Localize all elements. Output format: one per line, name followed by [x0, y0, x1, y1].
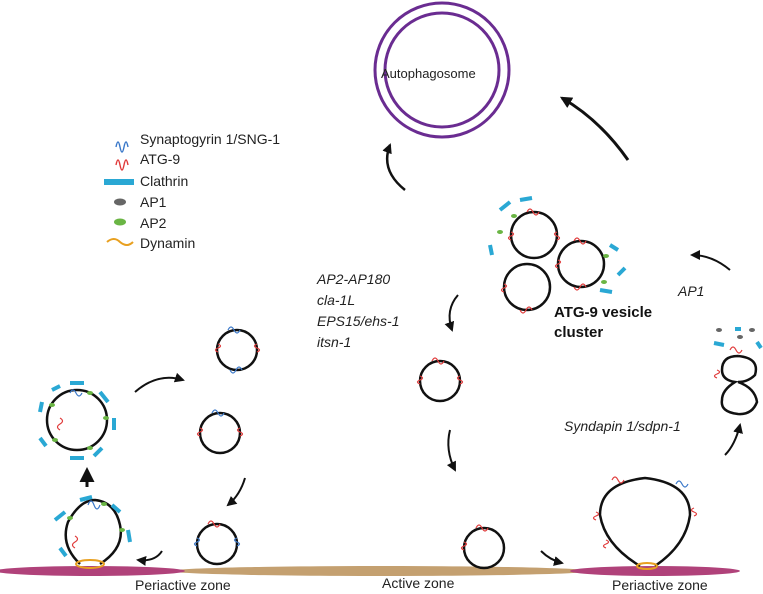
- right-budding-pit: [592, 476, 698, 570]
- arrow-top-left-cycle: [134, 372, 185, 393]
- synaptic-vesicles: [193, 326, 261, 566]
- label-cla1l: cla-1L: [317, 292, 356, 308]
- periactive-zone-right: [570, 566, 740, 576]
- label-eps15: EPS15/ehs-1: [317, 313, 400, 329]
- legend-sng1-icon: [115, 141, 129, 153]
- left-budding-pit: [53, 495, 132, 569]
- label-periactive-right: Periactive zone: [612, 577, 708, 593]
- legend-label-dynamin: Dynamin: [140, 235, 196, 251]
- arrow-to-right-pit: [540, 550, 564, 566]
- legend-dynamin-icon: [106, 238, 134, 246]
- clathrin-coated-vesicle: [38, 381, 116, 460]
- legend-label-atg9: ATG-9: [140, 151, 181, 167]
- arrow-down-left-cycle: [226, 477, 246, 507]
- legend-label-ap1: AP1: [140, 194, 167, 210]
- label-ap2-ap180: AP2-AP180: [317, 271, 391, 287]
- atg9-vesicles: [416, 357, 506, 570]
- arrow-to-autophagosome-left: [382, 143, 406, 191]
- legend-label-sng1: Synaptogyrin 1/SNG-1: [140, 131, 281, 147]
- legend-ap1-icon: [114, 198, 126, 206]
- periactive-zone-left: [0, 566, 185, 576]
- arrow-syndapin-up: [724, 423, 743, 456]
- ap1-budding-structure: [713, 327, 763, 416]
- label-active-zone: Active zone: [382, 575, 455, 591]
- label-itsn1: itsn-1: [317, 334, 352, 350]
- active-zone-membrane: [171, 566, 591, 576]
- legend-label-clathrin: Clathrin: [140, 173, 189, 189]
- legend-ap2-icon: [114, 218, 126, 226]
- label-cluster-line1: ATG-9 vesicle: [554, 304, 653, 321]
- arrow-to-autophagosome-right: [559, 96, 630, 161]
- arrows: [79, 96, 743, 566]
- autophagosome: [373, 1, 511, 139]
- label-periactive-left: Periactive zone: [135, 577, 231, 593]
- label-ap1: AP1: [678, 283, 705, 299]
- arrow-ap1-to-cluster: [690, 250, 731, 271]
- legend-atg9-icon: [115, 159, 129, 171]
- autophagosome-label: Autophagosome: [381, 66, 476, 81]
- legend-clathrin-icon: [104, 179, 134, 185]
- arrow-adaptor-to-vesicle: [444, 294, 459, 332]
- label-cluster-line2: cluster: [554, 324, 604, 341]
- arrow-to-left-pit: [136, 550, 163, 566]
- label-syndapin: Syndapin 1/sdpn-1: [564, 418, 681, 434]
- atg9-vesicle-cluster: [488, 196, 627, 314]
- arrow-vesicle-down: [446, 429, 456, 472]
- legend-label-ap2: AP2: [140, 215, 167, 231]
- legend: [104, 141, 134, 246]
- membranes: [0, 566, 740, 576]
